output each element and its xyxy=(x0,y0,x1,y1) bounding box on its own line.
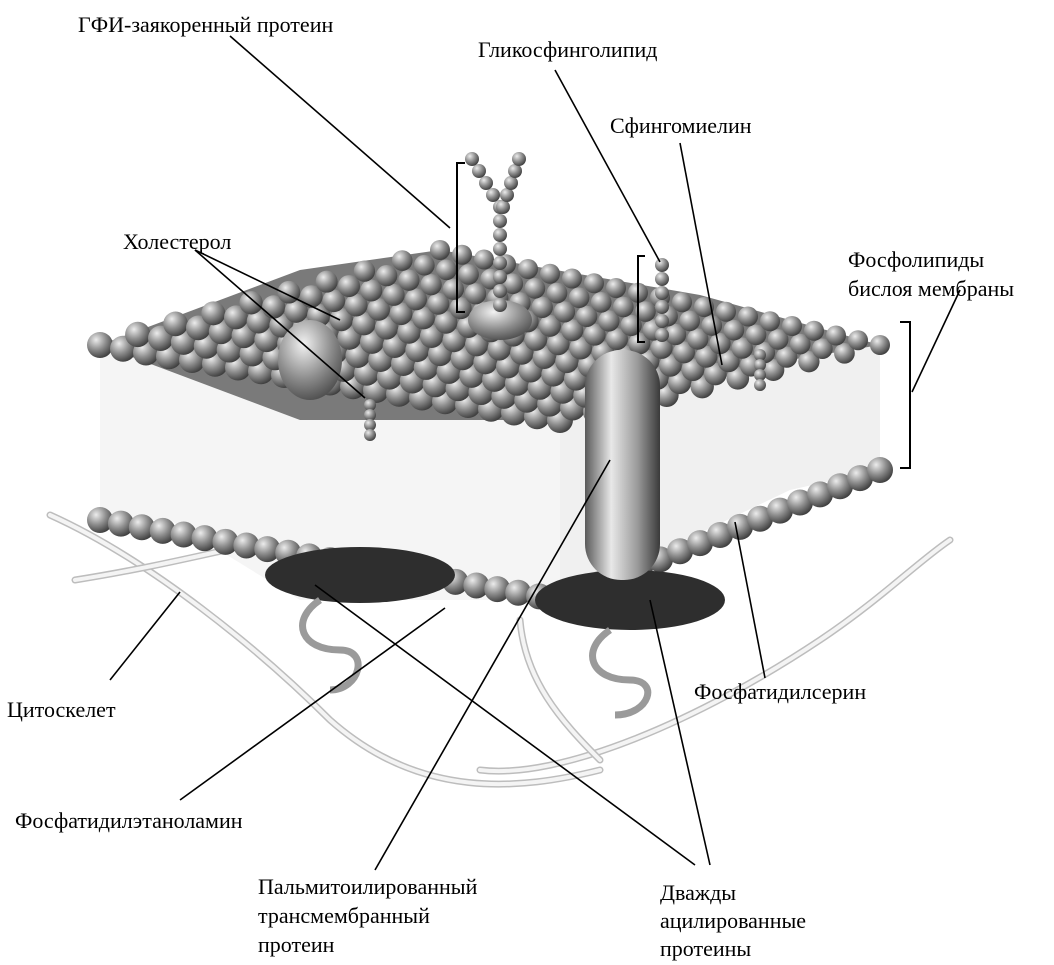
lipid-head xyxy=(562,269,582,289)
lipid-head xyxy=(508,164,522,178)
label-diacylated-line2: ацилированные xyxy=(660,908,806,934)
lipid-head xyxy=(870,335,890,355)
acylated-protein-disk-left xyxy=(265,547,455,603)
cholesterol-region-protein xyxy=(278,320,342,400)
lipid-head xyxy=(512,152,526,166)
lipid-head xyxy=(364,429,376,441)
lipid-head xyxy=(125,322,150,347)
label-phosphatidylserine: Фосфатидилсерин xyxy=(694,679,866,705)
lipid-head xyxy=(525,278,546,299)
lipid-head xyxy=(782,316,802,336)
label-gpi-protein: ГФИ-заякоренный протеин xyxy=(78,12,333,38)
lipid-head xyxy=(474,250,494,270)
lipid-head xyxy=(458,264,479,285)
label-cytoskeleton: Цитоскелет xyxy=(7,697,116,723)
lipid-head xyxy=(486,188,500,202)
lipid-head xyxy=(398,270,419,291)
lipid-head xyxy=(848,330,868,350)
lipid-head xyxy=(655,258,669,272)
lipid-head xyxy=(430,240,450,260)
lipid-head xyxy=(655,328,669,342)
lipid-head xyxy=(613,297,634,318)
lipid-head xyxy=(493,242,507,256)
lipid-head xyxy=(672,292,692,312)
lipid-head xyxy=(504,176,518,190)
lipid-head xyxy=(493,270,507,284)
lipid-head xyxy=(465,283,486,304)
label-glycosphingolipid: Гликосфинголипид xyxy=(478,37,657,63)
lipid-head xyxy=(414,255,435,276)
label-palmitoylated-line3: протеин xyxy=(258,932,334,958)
lipid-head xyxy=(760,311,780,331)
lipid-head xyxy=(655,286,669,300)
label-diacylated-line3: протеины xyxy=(660,936,751,962)
lipid-head xyxy=(655,272,669,286)
label-phospholipids-line2: бислоя мембраны xyxy=(848,276,1014,302)
lipid-head xyxy=(452,245,472,265)
lipid-head xyxy=(493,214,507,228)
lipid-head xyxy=(465,152,479,166)
lipid-head xyxy=(163,312,188,337)
lipid-head xyxy=(606,278,626,298)
lipid-head xyxy=(496,200,510,214)
lipid-head xyxy=(354,260,375,281)
lipid-head xyxy=(436,260,457,281)
lipid-head xyxy=(591,292,612,313)
lipid-head xyxy=(655,314,669,328)
label-cholesterol: Холестерол xyxy=(123,229,231,255)
lipid-head xyxy=(804,321,824,341)
lipid-head xyxy=(443,279,464,300)
label-phospholipids-line1: Фосфолипиды xyxy=(848,247,984,273)
lipid-head xyxy=(493,284,507,298)
label-phosphatidylethanolamine: Фосфатидилэтаноламин xyxy=(15,808,243,834)
lipid-head xyxy=(201,301,225,325)
lipid-head xyxy=(392,250,413,271)
lipid-head xyxy=(540,264,560,284)
lipid-head xyxy=(867,457,893,483)
lipid-head xyxy=(316,271,338,293)
lipid-head xyxy=(493,298,507,312)
lipid-head xyxy=(569,287,590,308)
label-diacylated-line1: Дважды xyxy=(660,880,736,906)
lipid-head xyxy=(500,188,514,202)
lipid-head xyxy=(754,379,766,391)
lipid-head xyxy=(547,283,568,304)
lipid-bilayer xyxy=(87,240,893,613)
label-palmitoylated-line2: трансмембранный xyxy=(258,903,430,929)
lipid-head xyxy=(479,176,493,190)
lipid-head xyxy=(584,273,604,293)
lipid-head xyxy=(420,274,441,295)
label-sphingomyelin: Сфингомиелин xyxy=(610,113,752,139)
lipid-head xyxy=(472,164,486,178)
lipid-head xyxy=(376,265,397,286)
lipid-head xyxy=(493,228,507,242)
lipid-head xyxy=(87,332,113,358)
lipid-head xyxy=(655,300,669,314)
lipid-head xyxy=(738,307,758,327)
label-palmitoylated-line1: Пальмитоилированный xyxy=(258,874,477,900)
lipid-head xyxy=(716,302,736,322)
lipid-head xyxy=(493,256,507,270)
lipid-head xyxy=(826,326,846,346)
lipid-head xyxy=(239,291,262,314)
palmitoylated-transmembrane-protein xyxy=(585,350,660,580)
lipid-head xyxy=(518,259,538,279)
